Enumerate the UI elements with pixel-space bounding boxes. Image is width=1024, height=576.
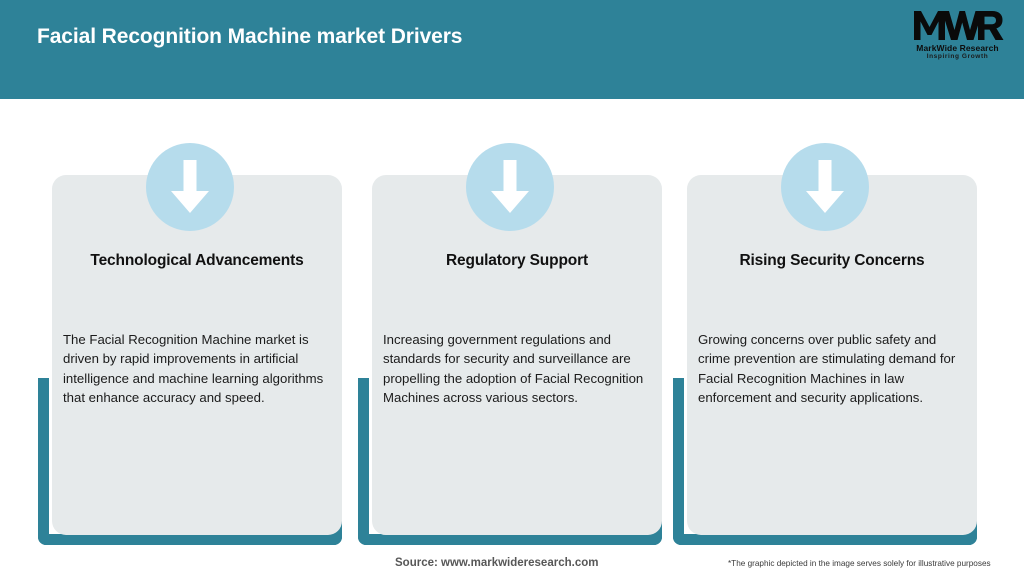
driver-card-1: Technological Advancements The Facial Re… xyxy=(30,0,350,576)
mwr-logo-icon xyxy=(913,11,1003,40)
driver-card-3: Rising Security Concerns Growing concern… xyxy=(665,0,985,576)
header-bar xyxy=(0,0,1024,99)
card-panel xyxy=(687,175,977,535)
card-title: Regulatory Support xyxy=(446,252,588,269)
card-panel xyxy=(52,175,342,535)
logo-company-name: MarkWide Research xyxy=(916,43,999,53)
source-attribution: Source: www.markwideresearch.com xyxy=(395,557,599,569)
brand-logo: MarkWide Research Inspiring Growth xyxy=(905,8,1010,66)
down-arrow-icon xyxy=(466,143,554,231)
card-title: Technological Advancements xyxy=(90,252,304,269)
card-panel xyxy=(372,175,662,535)
down-arrow-icon xyxy=(781,143,869,231)
card-body-text: Growing concerns over public safety and … xyxy=(698,332,956,406)
down-arrow-icon xyxy=(146,143,234,231)
card-body-text: The Facial Recognition Machine market is… xyxy=(63,332,324,406)
logo-tagline: Inspiring Growth xyxy=(926,53,989,60)
page-title: Facial Recognition Machine market Driver… xyxy=(37,25,463,48)
card-body-text: Increasing government regulations and st… xyxy=(383,332,644,406)
card-title: Rising Security Concerns xyxy=(739,252,925,269)
driver-card-2: Regulatory Support Increasing government… xyxy=(350,0,670,576)
illustrative-disclaimer: *The graphic depicted in the image serve… xyxy=(728,559,991,568)
